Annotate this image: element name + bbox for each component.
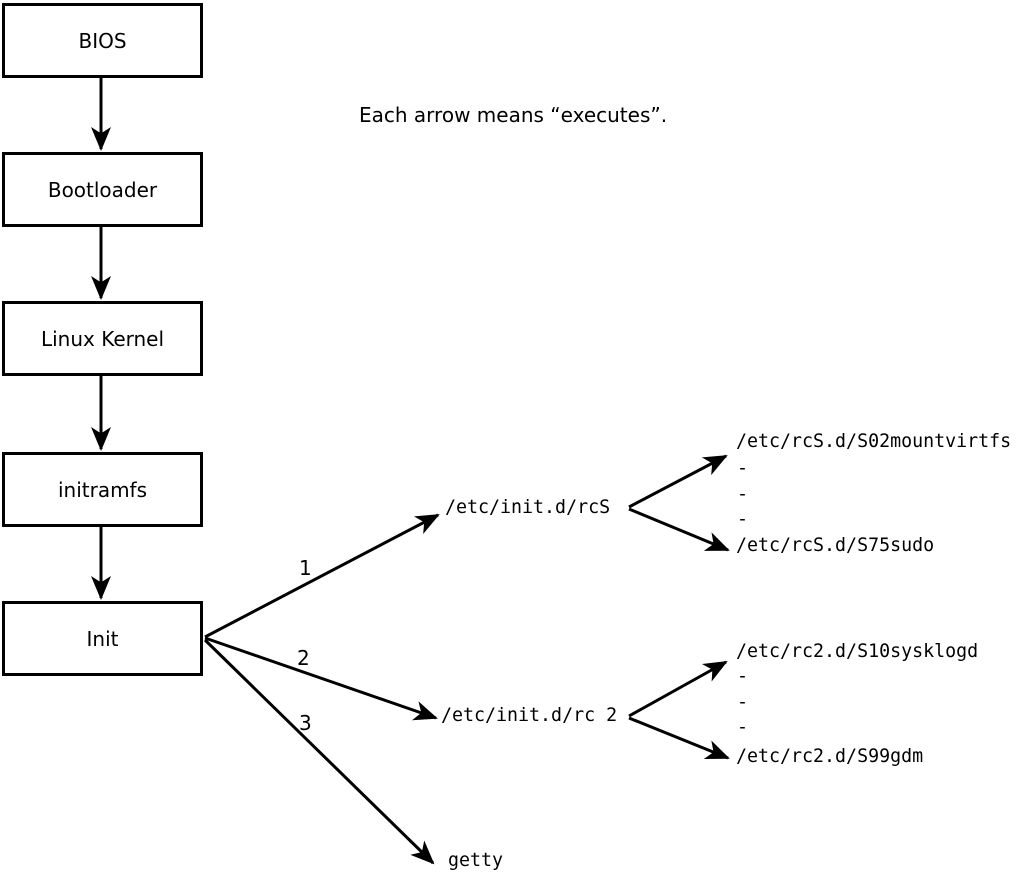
arrow-rcs-to-s02mountvirtfs bbox=[628, 454, 728, 509]
arrow-order-label-3: 3 bbox=[299, 711, 312, 735]
target-rc2: /etc/init.d/rc 2 bbox=[441, 705, 618, 726]
script-s75sudo: /etc/rcS.d/S75sudo bbox=[736, 535, 935, 556]
ellipsis-dash: - bbox=[737, 717, 749, 738]
arrow-rc2-to-s10sysklogd bbox=[628, 660, 728, 718]
arrow-order-label-2: 2 bbox=[297, 646, 310, 670]
ellipsis-dash: - bbox=[737, 509, 749, 530]
legend-note: Each arrow means “executes”. bbox=[359, 103, 668, 127]
arrow-init-to-rc2 bbox=[204, 636, 438, 721]
target-rcs: /etc/init.d/rcS bbox=[445, 497, 611, 518]
box-bootloader: Bootloader bbox=[2, 152, 203, 227]
ellipsis-dash: - bbox=[737, 458, 749, 479]
arrow-init-to-rcs bbox=[204, 513, 440, 639]
arrow-init-to-getty bbox=[203, 638, 435, 865]
arrow-rc2-to-s99gdm bbox=[628, 716, 730, 760]
box-bios: BIOS bbox=[2, 3, 203, 78]
ellipsis-dash: - bbox=[737, 692, 749, 713]
ellipsis-dash: - bbox=[737, 484, 749, 505]
script-s10sysklogd: /etc/rc2.d/S10sysklogd bbox=[736, 641, 979, 662]
script-s99gdm: /etc/rc2.d/S99gdm bbox=[736, 746, 924, 767]
box-init: Init bbox=[2, 601, 203, 676]
ellipsis-dash: - bbox=[737, 666, 749, 687]
box-initramfs: initramfs bbox=[2, 452, 203, 527]
box-linux-kernel: Linux Kernel bbox=[2, 301, 203, 376]
arrow-rcs-to-s75sudo bbox=[628, 507, 730, 552]
arrow-order-label-1: 1 bbox=[299, 556, 312, 580]
target-getty: getty bbox=[448, 850, 504, 871]
script-s02mountvirtfs: /etc/rcS.d/S02mountvirtfs bbox=[736, 431, 1012, 452]
